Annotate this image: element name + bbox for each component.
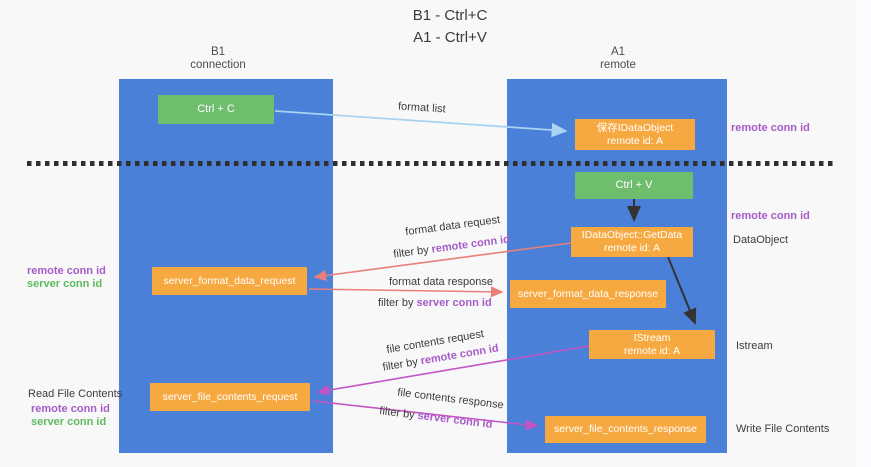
format-data-response-label: format data response [389, 276, 493, 288]
server-conn-id-label-left-bottom: server conn id [31, 416, 107, 428]
dataobject-label: DataObject [733, 234, 789, 246]
diagram-title: B1 - Ctrl+C A1 - Ctrl+V [380, 5, 520, 49]
istream-node: IStream remote id: A [589, 330, 715, 359]
filter-by-text: filter by [381, 355, 419, 374]
server-conn-id-key: server conn id [416, 409, 493, 431]
remote-conn-id-label-right-top: remote conn id [731, 122, 810, 134]
background-edge-strip [856, 0, 871, 467]
format-data-request-label: format data request [404, 213, 501, 239]
server-conn-id-label-left-top: server conn id [27, 278, 103, 290]
lifeline-header-b1: B1 connection [160, 46, 276, 72]
server-file-contents-response-label: server_file_contents_response [553, 423, 697, 435]
server-file-contents-response-node: server_file_contents_response [545, 416, 706, 443]
istream-side-label: Istream [736, 340, 773, 352]
idataobject-getdata-line1: IDataObject::GetData [581, 229, 683, 241]
lifeline-header-a1: A1 remote [560, 46, 676, 72]
remote-conn-id-label-left-top: remote conn id [27, 265, 106, 277]
server-format-data-response-node: server_format_data_response [510, 280, 666, 308]
server-format-data-response-label: server_format_data_response [517, 287, 659, 300]
file-contents-response-label: file contents response [396, 386, 505, 412]
ctrl-c-label: Ctrl + C [197, 103, 235, 115]
format-list-label: format list [397, 100, 447, 116]
filter-by-text: filter by [378, 405, 416, 422]
machine-boundary-dashed-line [27, 161, 833, 166]
save-idataobject-line1: 保存IDataObject [596, 121, 674, 134]
filter-by-text: filter by [378, 297, 414, 309]
lifeline-a1-name: A1 [610, 46, 626, 58]
server-file-contents-request-label: server_file_contents_request [162, 390, 298, 403]
save-idataobject-line2: remote id: A [606, 134, 664, 147]
idataobject-getdata-node: IDataObject::GetData remote id: A [571, 227, 693, 257]
lifeline-b1-subtitle: connection [190, 59, 246, 71]
idataobject-getdata-line2: remote id: A [603, 242, 661, 254]
server-format-data-request-label: server_format_data_request [163, 274, 296, 287]
format-data-response-arrow [308, 286, 504, 298]
ctrl-v-label: Ctrl + V [615, 179, 653, 191]
ctrl-c-node: Ctrl + C [158, 95, 274, 124]
istream-line2: remote id: A [623, 344, 681, 357]
server-conn-id-key: server conn id [416, 297, 492, 309]
ctrl-v-node: Ctrl + V [575, 172, 693, 199]
lifeline-b1-name: B1 [210, 46, 226, 58]
remote-conn-id-label-right-mid: remote conn id [731, 210, 810, 222]
title-line-1: B1 - Ctrl+C [412, 7, 488, 24]
title-line-2: A1 - Ctrl+V [413, 29, 487, 46]
server-file-contents-request-node: server_file_contents_request [150, 383, 310, 411]
lifeline-a1-subtitle: remote [600, 59, 636, 71]
save-idataobject-node: 保存IDataObject remote id: A [575, 119, 695, 150]
remote-conn-id-key: remote conn id [430, 233, 511, 256]
server-format-data-request-node: server_format_data_request [152, 267, 307, 295]
istream-line1: IStream [633, 331, 671, 344]
write-file-contents-label: Write File Contents [736, 423, 830, 435]
remote-conn-id-label-left-bottom: remote conn id [31, 403, 110, 415]
filter-by-text: filter by [392, 244, 430, 261]
read-file-contents-label: Read File Contents [28, 388, 123, 400]
